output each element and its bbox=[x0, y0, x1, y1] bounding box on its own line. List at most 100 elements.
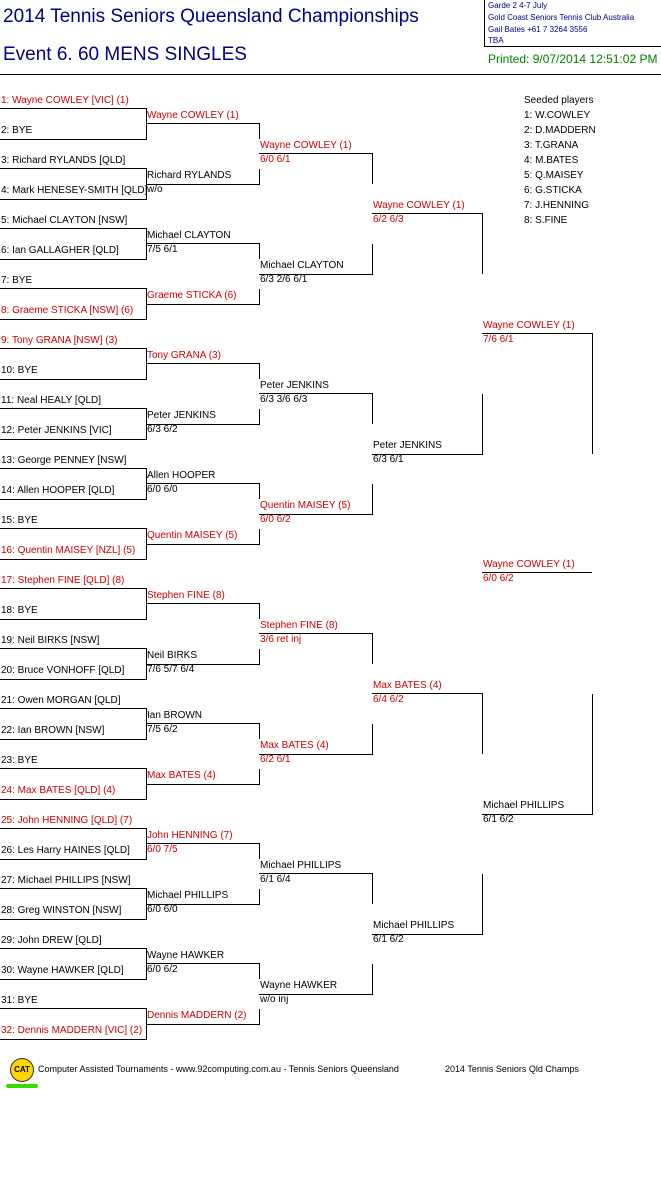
draw-entry: 15: BYE bbox=[1, 515, 38, 526]
match-score: w/o inj bbox=[260, 994, 289, 1005]
draw-entry: 13: George PENNEY [NSW] bbox=[1, 455, 127, 466]
info-line: Garde 2 4-7 July bbox=[488, 1, 548, 10]
bracket-line bbox=[146, 649, 260, 665]
bracket-line bbox=[0, 184, 147, 200]
bracket-line bbox=[0, 168, 147, 184]
bracket-line bbox=[0, 888, 147, 904]
bracket-line bbox=[146, 1009, 260, 1025]
match-winner: Wayne COWLEY (1) bbox=[373, 200, 465, 211]
bracket-line bbox=[146, 889, 260, 905]
draw-entry: 16: Quentin MAISEY [NZL] (5) bbox=[1, 545, 136, 556]
match-score: 6/0 6/0 bbox=[147, 484, 178, 495]
draw-entry: 25: John HENNING [QLD] (7) bbox=[1, 815, 133, 826]
draw-entry: 22: Ian BROWN [NSW] bbox=[1, 725, 105, 736]
match-score: 6/0 6/0 bbox=[147, 904, 178, 915]
draw-entry: 32: Dennis MADDERN [VIC] (2) bbox=[1, 1025, 143, 1036]
printed-timestamp: Printed: 9/07/2014 12:51:02 PM bbox=[488, 52, 658, 66]
bracket-line bbox=[0, 348, 147, 364]
bracket-line bbox=[259, 244, 373, 275]
seeded-player: 3: T.GRANA bbox=[524, 140, 579, 151]
match-winner: Wayne HAWKER bbox=[260, 980, 338, 991]
match-winner: Peter JENKINS bbox=[373, 440, 442, 451]
bracket-line bbox=[259, 484, 373, 515]
info-line: Gail Bates +61 7 3264 3556 bbox=[488, 25, 588, 34]
seeded-title: Seeded players bbox=[524, 95, 594, 106]
bracket-line bbox=[259, 873, 373, 904]
bracket-line bbox=[146, 243, 260, 259]
bracket-line bbox=[0, 408, 147, 424]
bracket-line bbox=[146, 529, 260, 545]
draw-entry: 29: John DREW [QLD] bbox=[1, 935, 102, 946]
match-score: 6/3 2/6 6/1 bbox=[260, 274, 308, 285]
match-winner: Wayne COWLEY (1) bbox=[260, 140, 352, 151]
footer-event: 2014 Tennis Seniors Qld Champs bbox=[445, 1064, 579, 1074]
bracket-line bbox=[0, 288, 147, 304]
draw-entry: 21: Owen MORGAN [QLD] bbox=[1, 695, 121, 706]
match-winner: Wayne COWLEY (1) bbox=[483, 558, 575, 570]
match-winner: Ian BROWN bbox=[147, 710, 203, 721]
match-score: 6/0 6/2 bbox=[260, 514, 291, 525]
match-winner: Peter JENKINS bbox=[260, 380, 329, 391]
match-winner: Michael PHILLIPS bbox=[260, 860, 342, 871]
draw-entry: 19: Neil BIRKS [NSW] bbox=[1, 635, 100, 646]
seeded-player: 8: S.FINE bbox=[524, 215, 568, 226]
bracket-line bbox=[146, 723, 260, 739]
match-winner: Michael CLAYTON bbox=[147, 230, 231, 241]
seeded-player: 5: Q.MAISEY bbox=[524, 170, 584, 181]
match-score: 7/5 6/2 bbox=[147, 724, 178, 735]
draw-entry: 17: Stephen FINE [QLD] (8) bbox=[1, 575, 125, 586]
match-score: 6/0 6/2 bbox=[147, 964, 178, 975]
bracket-line bbox=[372, 874, 483, 935]
bracket-line bbox=[259, 633, 373, 664]
bracket-line bbox=[0, 544, 147, 560]
bracket-line bbox=[146, 123, 260, 139]
match-winner: Graeme STICKA (6) bbox=[147, 290, 237, 301]
bracket-line bbox=[0, 1008, 147, 1024]
bracket-line bbox=[0, 244, 147, 260]
draw-entry: 14: Allen HOOPER [QLD] bbox=[1, 485, 115, 496]
match-winner: Peter JENKINS bbox=[147, 410, 216, 421]
info-line: TBA bbox=[488, 36, 504, 45]
match-winner: Allen HOOPER bbox=[147, 470, 216, 481]
match-winner: Michael PHILLIPS bbox=[483, 800, 565, 811]
draw-entry: 31: BYE bbox=[1, 995, 38, 1006]
seeded-player: 6: G.STICKA bbox=[524, 185, 582, 196]
draw-entry: 6: Ian GALLAGHER [QLD] bbox=[1, 245, 119, 256]
logo-swoosh bbox=[6, 1084, 38, 1088]
seeded-player: 7: J.HENNING bbox=[524, 200, 590, 211]
seeded-player: 2: D.MADDERN bbox=[524, 125, 596, 136]
match-winner: Quentin MAISEY (5) bbox=[147, 530, 238, 541]
bracket-line bbox=[0, 424, 147, 440]
draw-entry: 9: Tony GRANA [NSW] (3) bbox=[1, 335, 118, 346]
bracket-line bbox=[0, 468, 147, 484]
bracket-line bbox=[146, 603, 260, 619]
match-score: 6/3 3/6 6/3 bbox=[260, 394, 308, 405]
tournament-title: 2014 Tennis Seniors Queensland Champions… bbox=[3, 6, 419, 27]
match-winner: Richard RYLANDS bbox=[147, 170, 232, 181]
bracket-line bbox=[259, 153, 373, 184]
draw-entry: 30: Wayne HAWKER [QLD] bbox=[1, 965, 124, 976]
match-score: w/o bbox=[147, 184, 163, 195]
match-winner: Max BATES (4) bbox=[260, 740, 329, 751]
draw-entry: 28: Greg WINSTON [NSW] bbox=[1, 905, 122, 916]
bracket-line bbox=[0, 304, 147, 320]
bracket-line bbox=[0, 768, 147, 784]
match-score: 6/0 6/2 bbox=[483, 572, 514, 584]
bracket-line bbox=[0, 844, 147, 860]
match-winner: Stephen FINE (8) bbox=[260, 620, 338, 631]
draw-entry: 18: BYE bbox=[1, 605, 38, 616]
match-winner: Max BATES (4) bbox=[147, 770, 216, 781]
bracket-line bbox=[0, 108, 147, 124]
bracket-line bbox=[259, 724, 373, 755]
match-winner: Stephen FINE (8) bbox=[147, 590, 225, 601]
bracket-line bbox=[0, 1024, 147, 1040]
event-title: Event 6. 60 MENS SINGLES bbox=[3, 44, 247, 65]
match-score: 6/0 7/5 bbox=[147, 844, 178, 855]
bracket-line bbox=[146, 363, 260, 379]
header-divider bbox=[0, 74, 661, 75]
match-winner: Michael PHILLIPS bbox=[147, 890, 229, 901]
bracket-line bbox=[146, 843, 260, 859]
match-score: 7/5 6/1 bbox=[147, 244, 178, 255]
match-winner: Quentin MAISEY (5) bbox=[260, 500, 351, 511]
match-score: 6/0 6/1 bbox=[260, 154, 291, 165]
